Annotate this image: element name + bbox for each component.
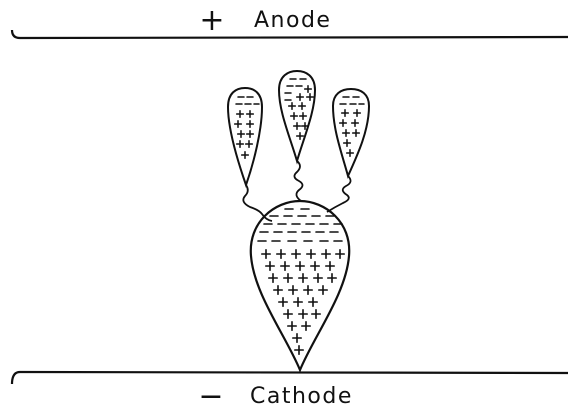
filament-left xyxy=(243,185,272,221)
streamer-left-positive-charges xyxy=(235,111,254,159)
streamer-right-outline xyxy=(333,89,369,176)
streamer-left-outline xyxy=(228,88,262,185)
streamer-right-negative-charges xyxy=(340,97,364,104)
streamer-left xyxy=(228,88,272,221)
filament-right xyxy=(327,176,351,212)
main-streamer-negative-charges xyxy=(258,209,342,241)
streamer-right xyxy=(327,89,369,212)
anode-label: Anode xyxy=(254,8,331,33)
main-streamer-outline xyxy=(251,201,349,370)
streamer-left-negative-charges xyxy=(236,97,259,104)
anode-sign: + xyxy=(199,3,224,38)
cathode-sign: − xyxy=(198,379,223,410)
streamer-right-positive-charges xyxy=(340,110,361,157)
filament-center xyxy=(294,161,302,201)
main-streamer-positive-charges xyxy=(262,250,344,354)
cathode-label: Cathode xyxy=(250,384,353,409)
streamer-center-positive-charges xyxy=(289,86,314,140)
streamer-center xyxy=(279,71,315,201)
main-streamer xyxy=(251,201,349,370)
cathode-plate xyxy=(12,372,568,384)
